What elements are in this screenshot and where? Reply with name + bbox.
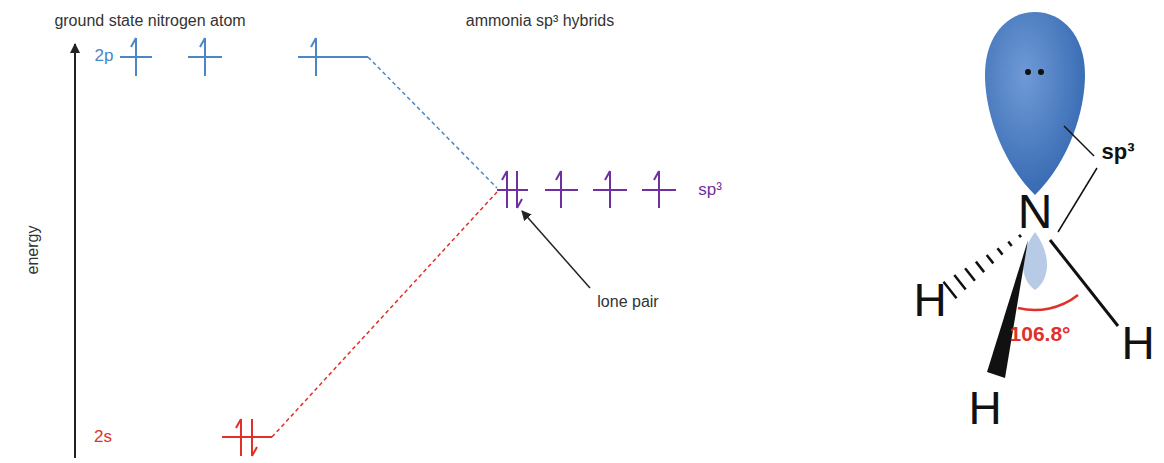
atom-label: H [1121,318,1154,369]
sp3-orbitals [497,171,676,208]
energy-axis [74,44,76,458]
ammonia-molecule [943,12,1118,378]
atom-label: N [1018,186,1053,239]
orbital-label: sp³ [698,181,722,200]
annotation: lone pair [597,293,658,311]
orbital-label: sp³ [1102,140,1135,164]
atom-label: H [913,275,946,326]
correlation-line [368,57,497,188]
orbital-label: 2s [94,428,112,447]
atom-label: H [968,383,1001,434]
angle-label: 106.8° [1010,322,1071,345]
correlation-line [272,192,497,437]
column-heading: ammonia sp³ hybrids [466,12,615,30]
2p-orbitals [120,38,368,76]
column-heading: ground state nitrogen atom [54,12,245,30]
2s-orbital [222,419,272,456]
orbital-label: 2p [95,47,114,66]
axis-label: energy [24,226,42,275]
pointer-arrow [522,211,590,288]
